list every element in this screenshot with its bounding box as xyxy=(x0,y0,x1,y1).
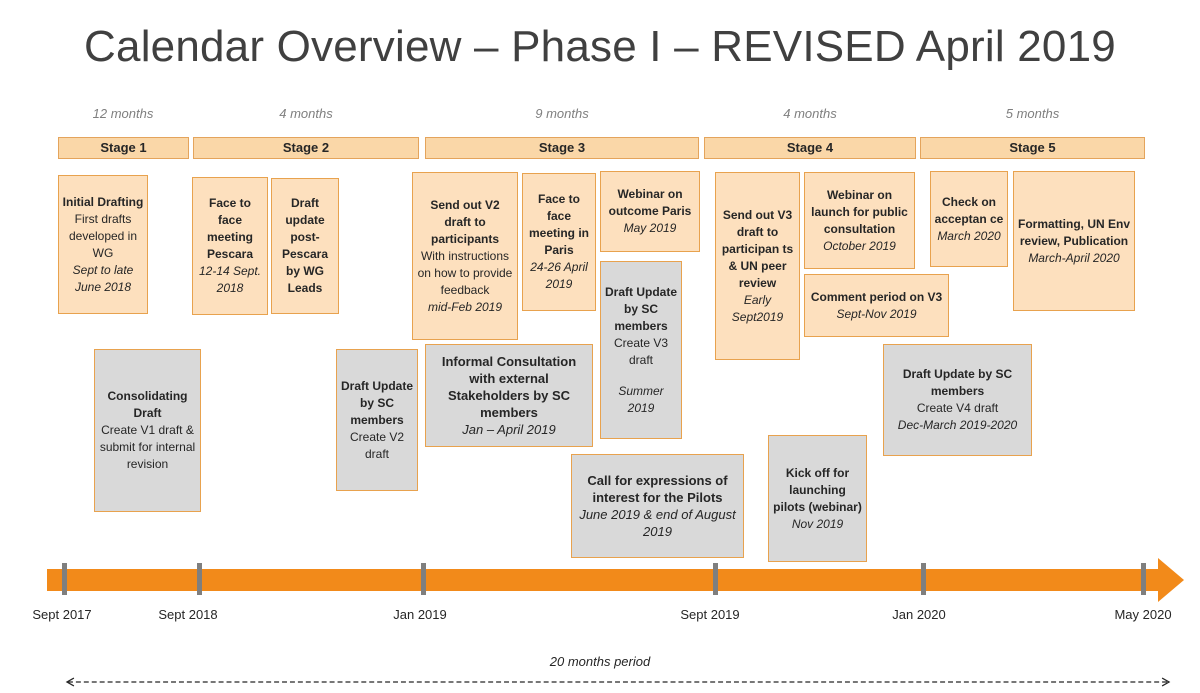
box-title: Consolidating Draft xyxy=(107,389,188,420)
timeline-tick xyxy=(713,563,718,595)
stage-4-header: Stage 4 xyxy=(704,137,916,159)
box-date: mid-Feb 2019 xyxy=(427,299,503,314)
box-title: Send out V2 draft to participants xyxy=(430,197,500,246)
box-date: Summer 2019 xyxy=(618,383,664,415)
box-title: Draft Update by SC members xyxy=(902,367,1013,398)
stage-1-header: Stage 1 xyxy=(58,137,189,159)
stage-3-header: Stage 3 xyxy=(425,137,699,159)
box-initial-drafting: Initial Drafting First drafts developed … xyxy=(58,175,148,314)
box-title: Webinar on launch for public consultatio… xyxy=(811,187,908,236)
box-draft-update-v3: Draft Update by SC members Create V3 dra… xyxy=(600,261,682,439)
timeline-bar xyxy=(47,569,1160,591)
box-date: May 2019 xyxy=(623,221,677,235)
timeline-tick xyxy=(1141,563,1146,595)
timeline-label: Jan 2019 xyxy=(393,607,447,622)
box-text: Create V3 draft xyxy=(613,335,669,367)
box-title: Initial Drafting xyxy=(62,194,144,209)
box-title: Send out V3 draft to participan ts & UN … xyxy=(721,207,794,290)
box-date: Jan – April 2019 xyxy=(462,422,556,437)
box-date: Sept-Nov 2019 xyxy=(836,306,917,321)
timeline-arrowhead-icon xyxy=(1158,558,1184,602)
box-date: Early Sept2019 xyxy=(731,292,784,324)
box-date: Sept to late June 2018 xyxy=(72,262,134,294)
box-date: Nov 2019 xyxy=(791,516,844,531)
box-check-acceptance: Check on acceptan ce March 2020 xyxy=(930,171,1008,267)
box-webinar-launch: Webinar on launch for public consultatio… xyxy=(804,172,915,269)
stage-2-header: Stage 2 xyxy=(193,137,419,159)
period-label: 20 months period xyxy=(549,654,651,669)
box-comment-period: Comment period on V3 Sept-Nov 2019 xyxy=(804,274,949,337)
timeline-label: Sept 2018 xyxy=(158,607,218,622)
box-send-out-v3: Send out V3 draft to participan ts & UN … xyxy=(715,172,800,360)
box-title: Check on acceptan ce xyxy=(934,194,1004,226)
box-consolidating-draft: Consolidating Draft Create V1 draft & su… xyxy=(94,349,201,512)
stage-5-header: Stage 5 xyxy=(920,137,1145,159)
box-title: Formatting, UN Env review, Publication xyxy=(1017,216,1130,248)
box-title: Draft update post-Pescara by WG Leads xyxy=(281,196,329,295)
box-draft-update-v4: Draft Update by SC members Create V4 dra… xyxy=(883,344,1032,456)
box-draft-update-v2: Draft Update by SC members Create V2 dra… xyxy=(336,349,418,491)
box-title: Face to face meeting in Paris xyxy=(528,192,589,257)
duration-stage-3: 9 months xyxy=(535,106,589,121)
duration-stage-2: 4 months xyxy=(279,106,333,121)
box-title: Draft Update by SC members xyxy=(340,378,413,427)
box-text: With instructions on how to provide feed… xyxy=(417,248,513,297)
box-date: Dec-March 2019-2020 xyxy=(897,418,1018,432)
box-send-out-v2: Send out V2 draft to participants With i… xyxy=(412,172,518,340)
box-date: March-April 2020 xyxy=(1028,250,1120,265)
box-text: Create V2 draft xyxy=(349,429,405,461)
box-date: June 2019 & end of August 2019 xyxy=(579,507,736,539)
box-title: Face to face meeting Pescara xyxy=(206,196,254,261)
period-double-arrow-icon xyxy=(65,677,1171,687)
box-formatting: Formatting, UN Env review, Publication M… xyxy=(1013,171,1135,311)
timeline-label: Sept 2019 xyxy=(680,607,740,622)
box-text: Create V1 draft & submit for internal re… xyxy=(99,423,196,471)
timeline-label: May 2020 xyxy=(1114,607,1172,622)
box-date: March 2020 xyxy=(937,228,1001,243)
page-title: Calendar Overview – Phase I – REVISED Ap… xyxy=(84,22,1116,71)
timeline-label: Sept 2017 xyxy=(32,607,92,622)
timeline-tick xyxy=(421,563,426,595)
box-title: Kick off for launching pilots (webinar) xyxy=(773,465,862,514)
box-title: Draft Update by SC members xyxy=(604,284,677,333)
box-face-to-face-paris: Face to face meeting in Paris 24-26 Apri… xyxy=(522,173,596,311)
timeline-label: Jan 2020 xyxy=(892,607,946,622)
box-kick-off-pilots: Kick off for launching pilots (webinar) … xyxy=(768,435,867,562)
box-date: October 2019 xyxy=(823,238,896,253)
box-draft-update-post-pescara: Draft update post-Pescara by WG Leads xyxy=(271,178,339,314)
box-date: 24-26 April 2019 xyxy=(530,260,588,291)
duration-stage-5: 5 months xyxy=(1005,106,1060,121)
box-informal-consultation: Informal Consultation with external Stak… xyxy=(425,344,593,447)
duration-stage-4: 4 months xyxy=(783,106,837,121)
box-text: First drafts developed in WG xyxy=(68,211,138,260)
box-title: Webinar on outcome Paris xyxy=(608,187,692,218)
box-title: Informal Consultation with external Stak… xyxy=(441,354,577,420)
box-text: Create V4 draft xyxy=(916,401,999,415)
timeline-tick xyxy=(197,563,202,595)
duration-stage-1: 12 months xyxy=(92,106,154,121)
timeline-tick xyxy=(921,563,926,595)
box-webinar-paris: Webinar on outcome Paris May 2019 xyxy=(600,171,700,252)
box-date: 12-14 Sept. 2018 xyxy=(198,264,262,295)
box-face-to-face-pescara: Face to face meeting Pescara 12-14 Sept.… xyxy=(192,177,268,315)
box-title: Comment period on V3 xyxy=(810,289,943,304)
box-call-for-pilots: Call for expressions of interest for the… xyxy=(571,454,744,558)
timeline-tick xyxy=(62,563,67,595)
box-title: Call for expressions of interest for the… xyxy=(587,473,728,505)
